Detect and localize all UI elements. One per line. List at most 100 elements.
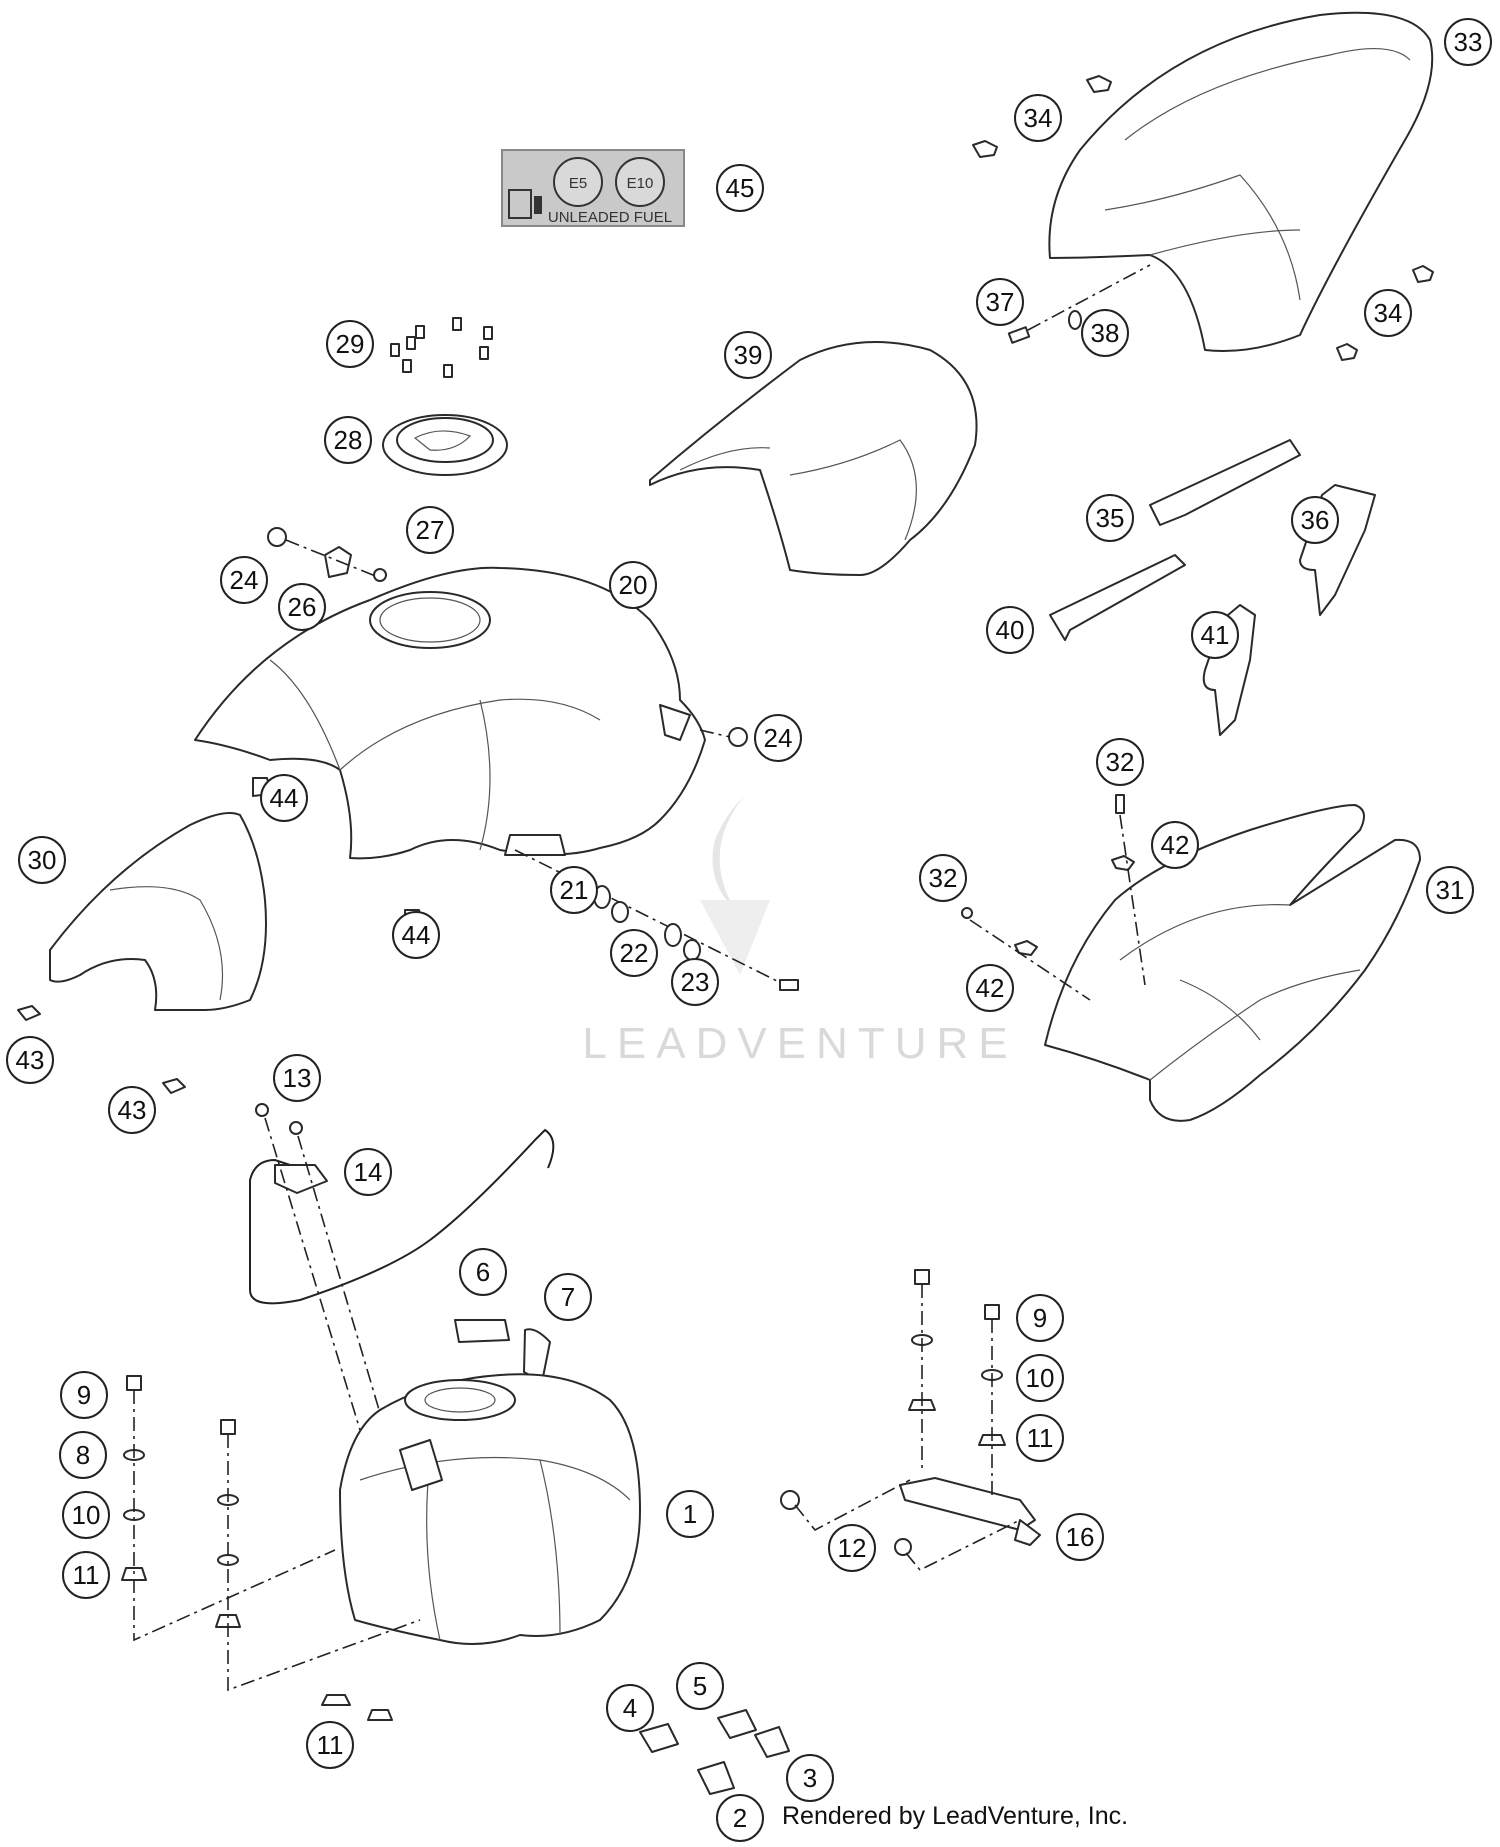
- callout-9-left: 9: [60, 1371, 108, 1419]
- callout-23: 23: [671, 958, 719, 1006]
- svg-text:21: 21: [560, 875, 589, 905]
- svg-text:3: 3: [803, 1763, 817, 1793]
- callout-38: 38: [1081, 309, 1129, 357]
- svg-text:11: 11: [73, 1560, 100, 1590]
- tank-pads: [454, 1319, 551, 1383]
- svg-text:8: 8: [76, 1440, 90, 1470]
- svg-text:39: 39: [734, 340, 763, 370]
- svg-text:30: 30: [28, 845, 57, 875]
- callout-24-right: 24: [754, 714, 802, 762]
- fuel-filler-cap: [382, 414, 508, 476]
- rear-tail-section: [1044, 804, 1421, 1122]
- svg-text:1: 1: [683, 1499, 697, 1529]
- callout-44-bottom: 44: [392, 911, 440, 959]
- small-rubber-blocks: [639, 1709, 790, 1795]
- callout-28: 28: [324, 416, 372, 464]
- svg-text:32: 32: [929, 863, 958, 893]
- svg-text:29: 29: [336, 329, 365, 359]
- svg-text:37: 37: [986, 287, 1015, 317]
- watermark-text: LEADVENTURE: [582, 1019, 1017, 1068]
- callout-34-top: 34: [1014, 94, 1062, 142]
- svg-text:24: 24: [764, 723, 793, 753]
- fuel-label-caption: UNLEADED FUEL: [548, 209, 672, 226]
- callout-13: 13: [273, 1054, 321, 1102]
- passenger-seat: [649, 341, 978, 576]
- callout-32-top: 32: [1096, 738, 1144, 786]
- callout-22: 22: [610, 929, 658, 977]
- callout-16: 16: [1056, 1513, 1104, 1561]
- callout-10-left: 10: [62, 1491, 110, 1539]
- svg-text:42: 42: [976, 973, 1005, 1003]
- callout-31: 31: [1426, 866, 1474, 914]
- callout-3: 3: [786, 1754, 834, 1802]
- svg-text:33: 33: [1454, 27, 1483, 57]
- callout-2: 2: [716, 1794, 764, 1842]
- right-fastener-set: [780, 1269, 1021, 1572]
- rider-seat: [1048, 11, 1434, 352]
- svg-text:6: 6: [476, 1257, 490, 1287]
- fuel-label-sticker: E5 E10 UNLEADED FUEL: [501, 149, 685, 227]
- svg-text:20: 20: [619, 570, 648, 600]
- callout-4: 4: [606, 1684, 654, 1732]
- svg-text:4: 4: [623, 1693, 637, 1723]
- callout-41: 41: [1191, 611, 1239, 659]
- fuel-cap-screws: [390, 317, 493, 378]
- svg-text:34: 34: [1024, 103, 1053, 133]
- callout-40: 40: [986, 606, 1034, 654]
- callout-11-bottom: 11: [306, 1721, 354, 1769]
- svg-text:27: 27: [416, 515, 445, 545]
- left-fastener-set: [121, 1375, 421, 1721]
- callout-1: 1: [666, 1490, 714, 1538]
- fuel-grade-e5: E5: [569, 175, 587, 192]
- tail-trim-parts: [1049, 439, 1376, 736]
- svg-text:41: 41: [1201, 620, 1230, 650]
- callout-20: 20: [609, 561, 657, 609]
- callout-44-top: 44: [260, 774, 308, 822]
- callout-5: 5: [676, 1662, 724, 1710]
- svg-text:44: 44: [402, 920, 431, 950]
- svg-text:2: 2: [733, 1803, 747, 1833]
- tail-hardware: [961, 794, 1146, 1001]
- svg-text:36: 36: [1301, 505, 1330, 535]
- svg-text:38: 38: [1091, 318, 1120, 348]
- callout-35: 35: [1086, 494, 1134, 542]
- leadventure-watermark: LEADVENTURE: [582, 795, 1017, 1068]
- svg-text:9: 9: [1033, 1303, 1047, 1333]
- svg-text:9: 9: [77, 1380, 91, 1410]
- callout-33: 33: [1444, 18, 1492, 66]
- callout-24-left: 24: [220, 556, 268, 604]
- callout-36: 36: [1291, 496, 1339, 544]
- callout-42-top: 42: [1151, 821, 1199, 869]
- svg-text:10: 10: [72, 1500, 101, 1530]
- svg-text:16: 16: [1066, 1522, 1095, 1552]
- callout-42-left: 42: [966, 964, 1014, 1012]
- callout-12: 12: [828, 1524, 876, 1572]
- render-credit: Rendered by LeadVenture, Inc.: [782, 1802, 1129, 1830]
- svg-text:11: 11: [1027, 1423, 1054, 1453]
- callout-6: 6: [459, 1248, 507, 1296]
- callout-34-right: 34: [1364, 289, 1412, 337]
- svg-text:24: 24: [230, 565, 259, 595]
- svg-text:7: 7: [561, 1282, 575, 1312]
- svg-text:13: 13: [283, 1063, 312, 1093]
- callout-43-left: 43: [6, 1036, 54, 1084]
- svg-text:43: 43: [118, 1095, 147, 1125]
- svg-text:11: 11: [317, 1730, 344, 1760]
- tank-vent-cable: [249, 1103, 555, 1431]
- svg-text:43: 43: [16, 1045, 45, 1075]
- svg-text:32: 32: [1106, 747, 1135, 777]
- svg-text:22: 22: [620, 938, 649, 968]
- svg-text:42: 42: [1161, 830, 1190, 860]
- callout-10-right: 10: [1016, 1354, 1064, 1402]
- callout-27: 27: [406, 506, 454, 554]
- fuel-tank: [339, 1373, 641, 1645]
- svg-text:34: 34: [1374, 298, 1403, 328]
- callout-30: 30: [18, 836, 66, 884]
- seat-clips: [972, 75, 1434, 361]
- svg-text:31: 31: [1436, 875, 1465, 905]
- callout-11-right: 11: [1016, 1414, 1064, 1462]
- callout-14: 14: [344, 1148, 392, 1196]
- tank-cover-hardware: [267, 527, 748, 747]
- callout-43-right: 43: [108, 1086, 156, 1134]
